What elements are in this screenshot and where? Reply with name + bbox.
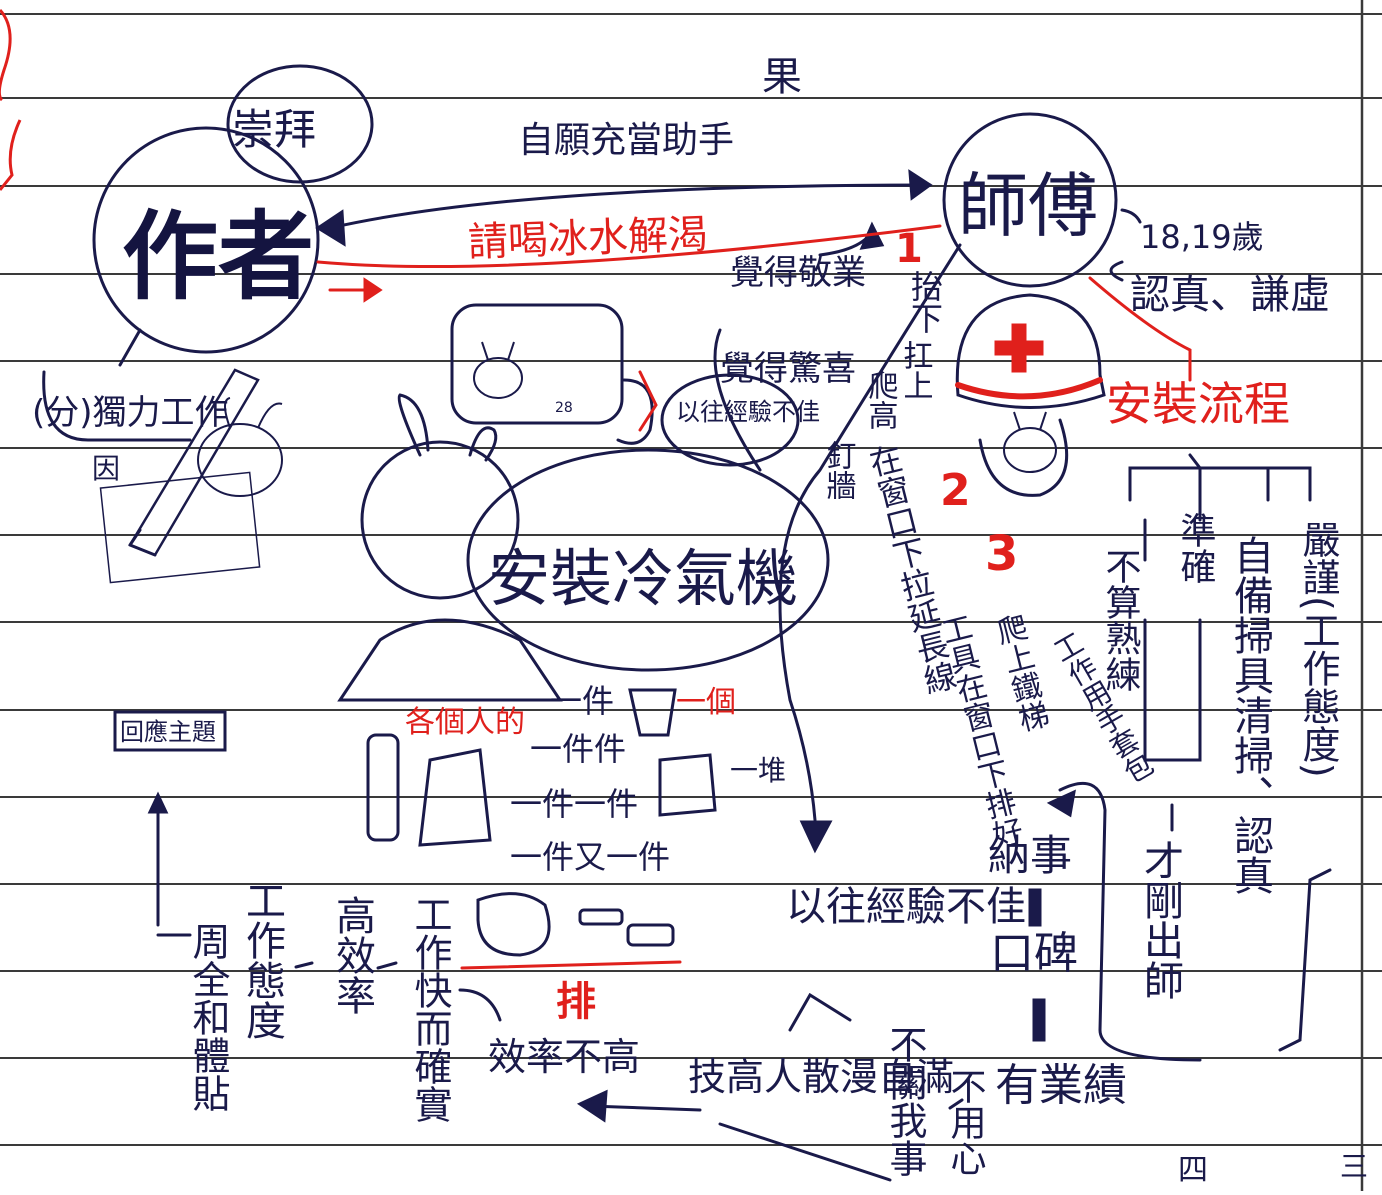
cause-tag: 因 bbox=[92, 452, 120, 485]
clothes-row: 一件又一件 bbox=[510, 838, 670, 876]
reputation-label: 口碑 bbox=[990, 928, 1078, 979]
red-link-label: 請喝冰水解渴 bbox=[467, 212, 708, 266]
step1-line: 釘牆 bbox=[821, 440, 856, 500]
return-label: 回應主題 bbox=[120, 718, 216, 746]
bottom-col3: 高效率 bbox=[329, 895, 375, 1015]
bottom-col4: 工作快而確實 bbox=[408, 895, 452, 1123]
req-col2b: 才剛出師 bbox=[1137, 840, 1183, 1000]
margin-mark bbox=[0, 8, 22, 191]
past-bubble-text: 以往經驗不佳 bbox=[676, 398, 820, 426]
step3-col2: 爬上鐵梯 bbox=[988, 611, 1052, 737]
bunny-doodles bbox=[197, 341, 1057, 497]
red-connectors bbox=[316, 224, 1202, 970]
master-age: 18,19歲 bbox=[1140, 218, 1264, 256]
past-exp-label: 以往經驗不佳 bbox=[786, 884, 1026, 930]
feeling-2: 覺得驚喜 bbox=[720, 349, 856, 389]
cause-bubble-text: (分)獨力工作 bbox=[32, 393, 229, 433]
volunteer-label: 自願充當助手 bbox=[518, 120, 734, 161]
arrange-label: 排 bbox=[556, 979, 596, 1025]
process-title: 安裝流程 bbox=[1106, 377, 1290, 431]
accept-label: 納事 bbox=[988, 831, 1072, 880]
result-label: 果 bbox=[762, 54, 802, 100]
clothes-row: 一件一件 bbox=[510, 785, 638, 823]
req-col2a: 準確 bbox=[1175, 512, 1217, 584]
feeling-1: 覺得敬業 bbox=[730, 253, 866, 293]
not-careful: 不用心 bbox=[945, 1068, 986, 1176]
author-label: 作者 bbox=[122, 201, 314, 313]
req-col1: 不算熟練 bbox=[1100, 548, 1141, 692]
step3-num: 3 bbox=[985, 526, 1018, 582]
step1-line: 扛上 bbox=[898, 340, 933, 400]
step1-num: 1 bbox=[895, 226, 923, 272]
clothes-pile: 一堆 bbox=[730, 754, 786, 787]
master-traits: 認真、謙虛 bbox=[1130, 272, 1330, 318]
page-number-left: 四 bbox=[1178, 1153, 1208, 1188]
clothes-red-label: 各個人的 bbox=[405, 705, 525, 740]
has-record: 有業績 bbox=[995, 1060, 1127, 1111]
bottom-col1: 周全和體貼 bbox=[186, 922, 230, 1112]
clothes-row: 一件件 bbox=[530, 730, 626, 768]
req-col3: 自備掃具清掃、認真 bbox=[1227, 535, 1273, 895]
master-label: 師傅 bbox=[958, 165, 1098, 247]
clothes-row: 一件 bbox=[550, 682, 614, 720]
center-label: 安裝冷氣機 bbox=[488, 542, 798, 615]
step1-line: 抬下 bbox=[906, 270, 944, 334]
ac-display: 28 bbox=[555, 400, 573, 416]
worship-label: 崇拜 bbox=[232, 105, 316, 154]
step1-line: 爬高 bbox=[863, 370, 899, 430]
attitude-words: 技高人散漫自滿 bbox=[688, 1055, 954, 1099]
page-number-right: 三 bbox=[1340, 1150, 1368, 1183]
step2-num: 2 bbox=[940, 465, 971, 516]
req-col4: 嚴謹(工作態度) bbox=[1296, 520, 1340, 778]
not-my-business: 不關我事 bbox=[883, 1025, 927, 1177]
efficiency-low: 效率不高 bbox=[488, 1035, 640, 1079]
clothes-one-red: 一個 bbox=[676, 685, 736, 720]
bottom-col2: 工作態度 bbox=[239, 880, 285, 1040]
